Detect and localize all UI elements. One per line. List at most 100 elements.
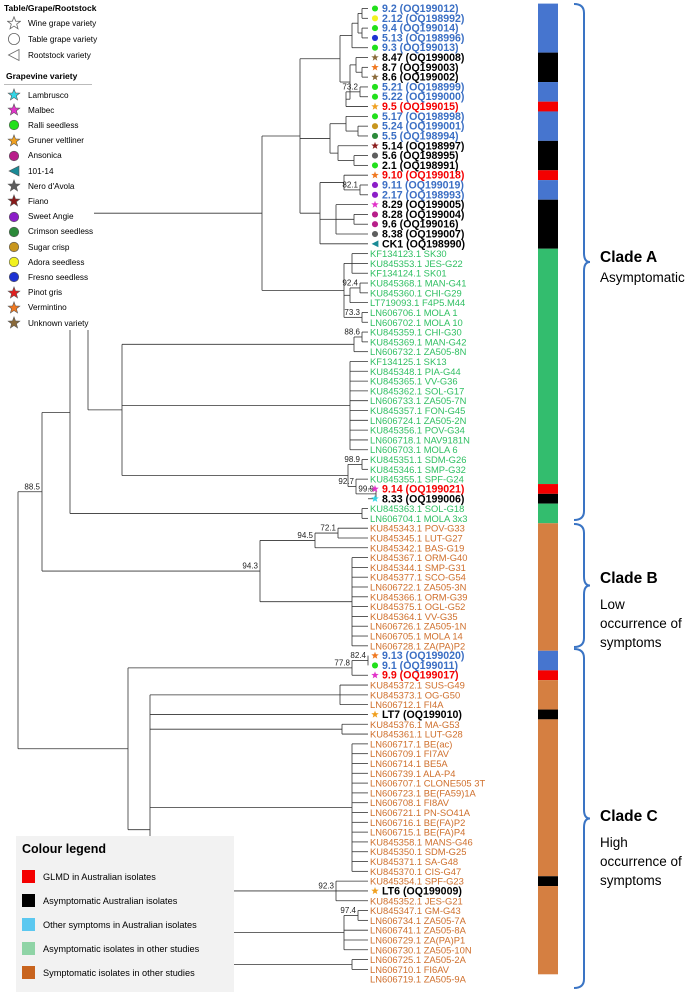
bootstrap-value: 82.4 (350, 651, 366, 660)
clade-brace (573, 3, 591, 521)
variety-legend-label: Sugar crisp (28, 242, 70, 252)
clade-b-title: Clade B (600, 570, 658, 587)
star-marker-icon (371, 651, 379, 659)
leaf-label: LN606708.1 FI8AV (370, 797, 450, 808)
leaf-label: 9.11 (OQ199019) (382, 179, 464, 191)
variety-legend-label: Fiano (28, 196, 49, 206)
leaf-label: KU845350.1 SDM-G25 (370, 846, 466, 857)
leaf-label: KU845372.1 SUS-G49 (370, 680, 465, 691)
bootstrap-value: 92.4 (342, 278, 358, 287)
leaf-label: KU845375.1 OGL-G52 (370, 601, 465, 612)
star-marker-icon (371, 171, 379, 179)
circle-icon (6, 118, 22, 132)
circle-marker-icon (371, 211, 379, 218)
colour-legend-label: Asymptomatic Australian isolates (43, 895, 178, 906)
star-marker-icon (371, 141, 379, 149)
colour-legend-item: Asymptomatic Australian isolates (22, 894, 177, 907)
leaf-label: LT6 (OQ199009) (382, 885, 462, 897)
leaf-label: KU845347.1 GM-G43 (370, 905, 461, 916)
colour-legend: Colour legend GLMD in Australian isolate… (16, 836, 234, 992)
leaf-label: 8.7 (OQ199003) (382, 62, 459, 74)
leaf-label: KU845368.1 MAN-G41 (370, 278, 466, 289)
leaf-label: KF134124.1 SK01 (370, 268, 447, 279)
leaf-label: 5.24 (OQ199001) (382, 121, 464, 133)
tree-branches (17, 8, 377, 970)
leaf-label: KU845370.1 CIS-G47 (370, 866, 461, 877)
circle-marker-icon (371, 113, 379, 120)
bootstrap-value: 77.8 (334, 658, 350, 667)
leaf-label: 9.4 (OQ199014) (382, 23, 459, 35)
star-marker-icon (7, 285, 21, 299)
leaf-label: LN606725.1 ZA505-2A (370, 954, 467, 965)
star-marker-icon (7, 194, 21, 208)
circle-marker-icon (371, 132, 379, 140)
type-legend-item: Table grape variety (6, 31, 97, 47)
leaf-label: KU845377.1 SCO-G54 (370, 572, 466, 583)
triangle-marker-icon (8, 165, 20, 177)
leaf-label: KU845358.1 MANS-G46 (370, 836, 473, 847)
bar-segment (538, 650, 558, 671)
clade-a-title: Clade A (600, 249, 658, 266)
bar-segment (538, 82, 558, 102)
leaf-label: 9.3 (OQ199013) (382, 42, 459, 54)
variety-legend-item: 101-14 (6, 163, 54, 179)
bootstrap-value: 82.1 (342, 180, 358, 189)
leaf-label: LN606732.1 ZA505-8N (370, 346, 466, 357)
variety-legend-label: Malbec (28, 105, 55, 115)
star-marker-icon (371, 200, 379, 208)
leaf-label: KU845343.1 POV-G33 (370, 523, 465, 534)
star-icon (6, 88, 22, 102)
leaf-label: LN606716.1 BE(FA)P2 (370, 817, 465, 828)
leaf-label: LN606707.1 CLONE505 3T (370, 778, 485, 789)
circle-icon (6, 210, 22, 224)
leaf-label: LN606712.1 FI4A (370, 699, 444, 710)
circle-icon (6, 255, 22, 269)
variety-legend-item: Sweet Angie (6, 209, 74, 225)
classification-bar (538, 3, 558, 975)
variety-legend-item: Pinot gris (6, 285, 62, 301)
circle-marker-icon (371, 230, 379, 238)
bar-segment (538, 670, 558, 681)
bar-segment (538, 199, 558, 249)
colour-legend-label: Other symptoms in Australian isolates (43, 919, 197, 930)
bar-segment (538, 140, 558, 171)
leaf-label: LN606734.1 ZA505-7A (370, 915, 467, 926)
leaf-label: LN606719.1 ZA505-9A (370, 974, 467, 985)
colour-legend-item: Symptomatic isolates in other studies (22, 966, 195, 979)
bar-segment (538, 503, 558, 524)
leaf-label: LN606724.1 ZA505-2N (370, 415, 466, 426)
bar-segment (538, 101, 558, 112)
circle-marker-icon (8, 211, 20, 222)
variety-legend-label: Adora seedless (28, 257, 85, 267)
clade-b-desc-line2: occurrence of (600, 616, 682, 631)
leaf-label: 5.5 (OQ198994) (382, 130, 459, 142)
leaf-label: KU845342.1 BAS-G19 (370, 542, 464, 553)
bar-segment (538, 52, 558, 83)
colour-legend-item: GLMD in Australian isolates (22, 870, 156, 883)
bootstrap-value: 88.6 (344, 327, 360, 336)
circle-icon (6, 225, 22, 239)
star-marker-icon (371, 102, 379, 110)
leaf-label: KU845353.1 JES-G22 (370, 258, 463, 269)
leaf-label: 9.1 (OQ199011) (382, 660, 458, 672)
variety-legend-label: Ansonica (28, 151, 62, 161)
leaf-label: KU845365.1 VV-G36 (370, 376, 458, 387)
type-legend-label: Table grape variety (28, 34, 98, 44)
circle-marker-icon (371, 34, 379, 41)
leaf-label: KU845369.1 MAN-G42 (370, 336, 466, 347)
leaf-label: 9.14 (OQ199021) (382, 483, 464, 495)
bootstrap-value: 72.1 (320, 524, 336, 533)
leaf-label: KU845344.1 SMP-G31 (370, 562, 466, 573)
circle-marker-icon (371, 162, 379, 169)
leaf-label: KU845360.1 CHI-G29 (370, 287, 462, 298)
leaf-label: LN606721.1 PN-SO41A (370, 807, 471, 818)
variety-legend-label: Ralli seedless (28, 120, 79, 130)
star-icon (6, 316, 22, 330)
leaf-label: KU845357.1 FON-G45 (370, 405, 465, 416)
colour-legend-label: GLMD in Australian isolates (43, 871, 156, 882)
variety-legend-item: Adora seedless (6, 254, 84, 270)
circle-marker-icon (371, 123, 379, 130)
leaf-label: KU845363.1 SOL-G18 (370, 503, 464, 514)
colour-legend-label: Symptomatic isolates in other studies (43, 967, 195, 978)
circle-outline-icon (6, 32, 22, 46)
